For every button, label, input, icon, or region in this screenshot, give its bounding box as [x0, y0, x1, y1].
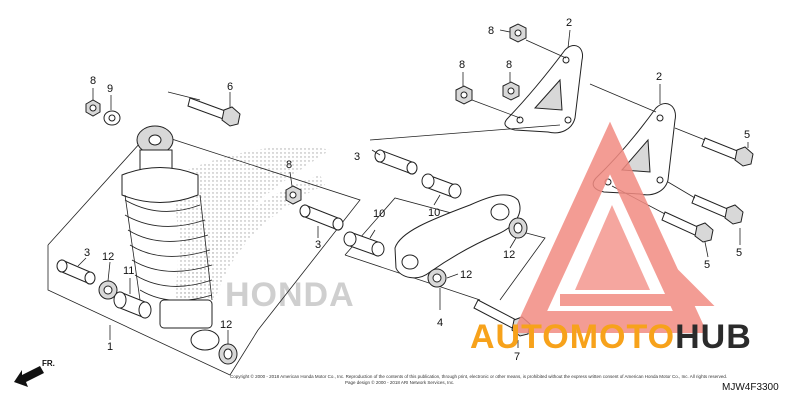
watermark-text-moto: MOTO — [570, 318, 675, 356]
automotohub-watermark — [512, 121, 715, 333]
seal-12-bottom[interactable] — [218, 343, 238, 365]
shock-absorber[interactable] — [121, 125, 220, 351]
callout-10: 10 — [373, 208, 385, 220]
bolt-5-a[interactable] — [701, 137, 754, 167]
callout-4: 4 — [437, 317, 443, 329]
copyright-line-1: Copyright © 2000 - 2018 American Honda M… — [230, 373, 727, 379]
nut-8-upper-left[interactable] — [455, 85, 473, 105]
callout-2: 2 — [656, 71, 662, 83]
honda-wing-logo — [168, 146, 330, 300]
callout-5: 5 — [744, 129, 750, 141]
collar-3-middle[interactable] — [299, 204, 344, 231]
callout-3: 3 — [315, 239, 321, 251]
callout-3: 3 — [354, 151, 360, 163]
seal-12-link-right[interactable] — [508, 217, 528, 239]
callout-8: 8 — [286, 159, 292, 171]
bolt-5-b[interactable] — [691, 194, 744, 225]
callout-8: 8 — [488, 25, 494, 37]
leader-lines — [77, 29, 749, 348]
watermark-text-auto: AUTO — [470, 318, 570, 356]
callout-5: 5 — [736, 247, 742, 259]
collar-3-upper[interactable] — [374, 149, 418, 175]
callout-labels: 8 9 6 8 3 12 11 1 12 3 10 3 10 12 12 4 7… — [84, 17, 750, 363]
callout-7: 7 — [514, 351, 520, 363]
callout-12: 12 — [503, 249, 515, 261]
nut-8-top[interactable] — [509, 23, 527, 43]
direction-label: FR. — [42, 359, 55, 368]
front-direction-arrow: FR. — [14, 359, 55, 387]
nut-8-top-left[interactable] — [85, 99, 101, 117]
diagram-code: MJW4F3300 — [722, 382, 779, 393]
bolt-5-c[interactable] — [661, 211, 714, 243]
watermark-text: AUTOMOTOHUB — [470, 318, 752, 356]
seal-12-left[interactable] — [98, 280, 118, 300]
nut-8-upper-middle[interactable] — [502, 81, 520, 101]
shock-box-outline — [47, 131, 361, 331]
callout-1: 1 — [107, 341, 113, 353]
callout-12: 12 — [460, 269, 472, 281]
callout-6: 6 — [227, 81, 233, 93]
callout-9: 9 — [107, 83, 113, 95]
callout-8: 8 — [90, 75, 96, 87]
bearing-10-upper[interactable] — [421, 173, 462, 199]
callout-10: 10 — [428, 207, 440, 219]
bolt-6[interactable] — [187, 97, 241, 127]
seal-12-link-lower[interactable] — [427, 268, 447, 288]
callout-12: 12 — [220, 319, 232, 331]
shock-box-outline-lower — [47, 245, 259, 376]
bearing-10-lower[interactable] — [343, 231, 385, 257]
honda-brand-mark: HONDA — [225, 276, 355, 314]
watermark-text-hub: HUB — [675, 318, 752, 356]
bearing-11[interactable] — [113, 291, 152, 319]
callout-8: 8 — [459, 59, 465, 71]
bracket-2-upper[interactable] — [504, 45, 584, 134]
washer-9[interactable] — [103, 110, 121, 126]
callout-12: 12 — [102, 251, 114, 263]
shock-link[interactable] — [394, 194, 521, 279]
callout-2: 2 — [566, 17, 572, 29]
collar-3-left[interactable] — [56, 259, 96, 285]
callout-3: 3 — [84, 247, 90, 259]
nut-8-middle[interactable] — [285, 185, 302, 205]
callout-5: 5 — [704, 259, 710, 271]
copyright-line-2: Page design © 2000 - 2018 ARI Network Se… — [345, 379, 454, 385]
callout-11: 11 — [123, 265, 134, 277]
callout-8: 8 — [506, 59, 512, 71]
